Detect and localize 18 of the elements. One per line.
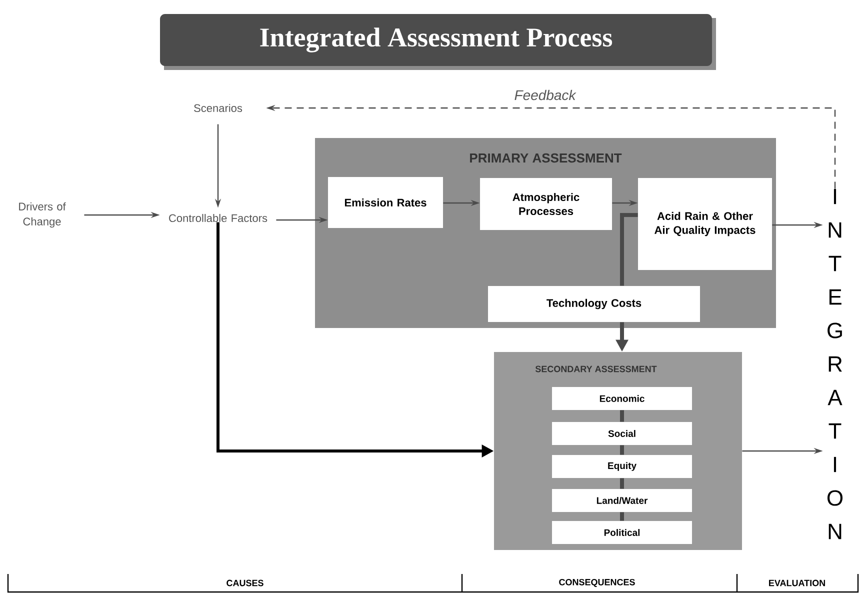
text-label: Scenarios — [194, 104, 242, 112]
edge-label: Feedback — [514, 90, 576, 100]
process-box: Political — [552, 521, 692, 544]
process-box: Economic — [552, 387, 692, 410]
process-box: Emission Rates — [328, 177, 443, 228]
title-banner: Integrated Assessment Process — [160, 14, 716, 70]
process-box: Equity — [552, 455, 692, 478]
section-label: CAUSES — [226, 580, 264, 586]
text-label: Drivers of Change — [19, 202, 66, 228]
process-box: Acid Rain & Other Air Quality Impacts — [638, 178, 772, 270]
process-box: Atmospheric Processes — [480, 178, 612, 230]
section-label: CONSEQUENCES — [559, 578, 635, 588]
text-label: Controllable Factors — [169, 214, 268, 222]
process-box: Technology Costs — [488, 286, 700, 322]
process-box: Land/Water — [552, 489, 692, 512]
section-label: EVALUATION — [769, 580, 825, 586]
vertical-text: INTEGRATION — [828, 188, 842, 540]
process-box: Social — [552, 422, 692, 445]
